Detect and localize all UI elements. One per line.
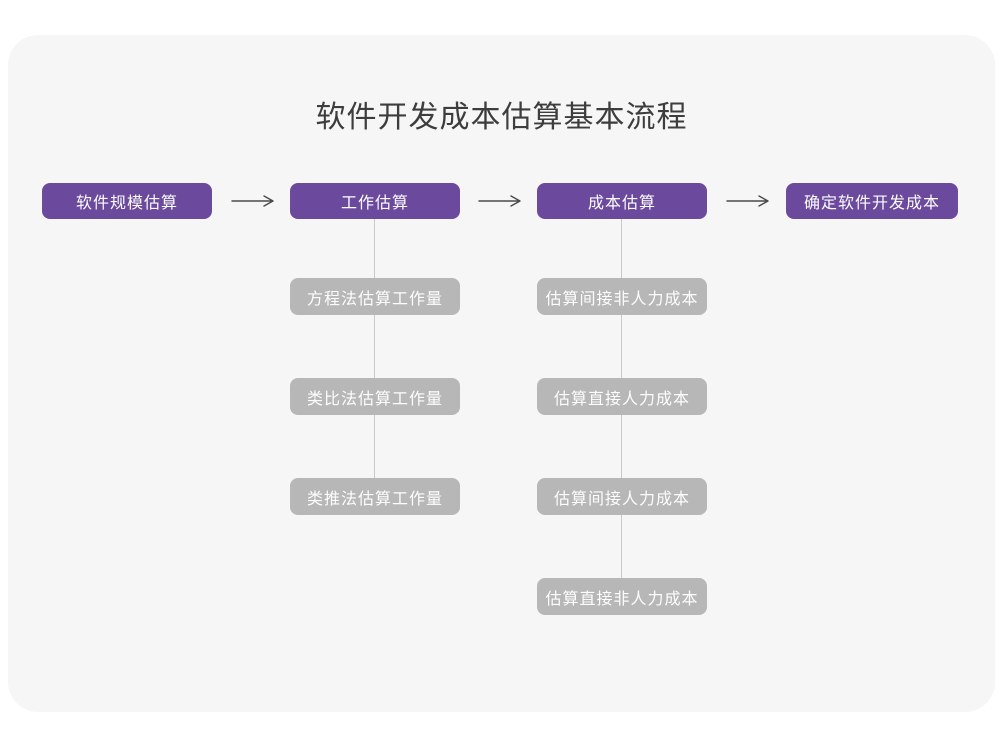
connector-line-work — [374, 219, 375, 497]
cost-item-indirect-labor: 估算间接人力成本 — [537, 478, 707, 515]
work-method-extrapolation: 类推法估算工作量 — [290, 478, 460, 515]
flow-arrow-icon — [231, 195, 274, 207]
work-method-analogy: 类比法估算工作量 — [290, 378, 460, 415]
work-method-equation: 方程法估算工作量 — [290, 278, 460, 315]
flow-arrow-icon — [726, 195, 769, 207]
diagram-title: 软件开发成本估算基本流程 — [315, 101, 688, 134]
step-software-size-estimation: 软件规模估算 — [42, 183, 212, 219]
cost-item-direct-nonlabor: 估算直接非人力成本 — [537, 578, 707, 615]
cost-item-direct-labor: 估算直接人力成本 — [537, 378, 707, 415]
step-determine-development-cost: 确定软件开发成本 — [786, 183, 958, 219]
cost-item-indirect-nonlabor: 估算间接非人力成本 — [537, 278, 707, 315]
flow-arrow-icon — [478, 195, 521, 207]
diagram-canvas: 软件开发成本估算基本流程 软件规模估算 工作估算 成本估算 确定软件开发成本 方… — [8, 35, 995, 712]
step-effort-estimation: 工作估算 — [290, 183, 460, 219]
step-cost-estimation: 成本估算 — [537, 183, 707, 219]
